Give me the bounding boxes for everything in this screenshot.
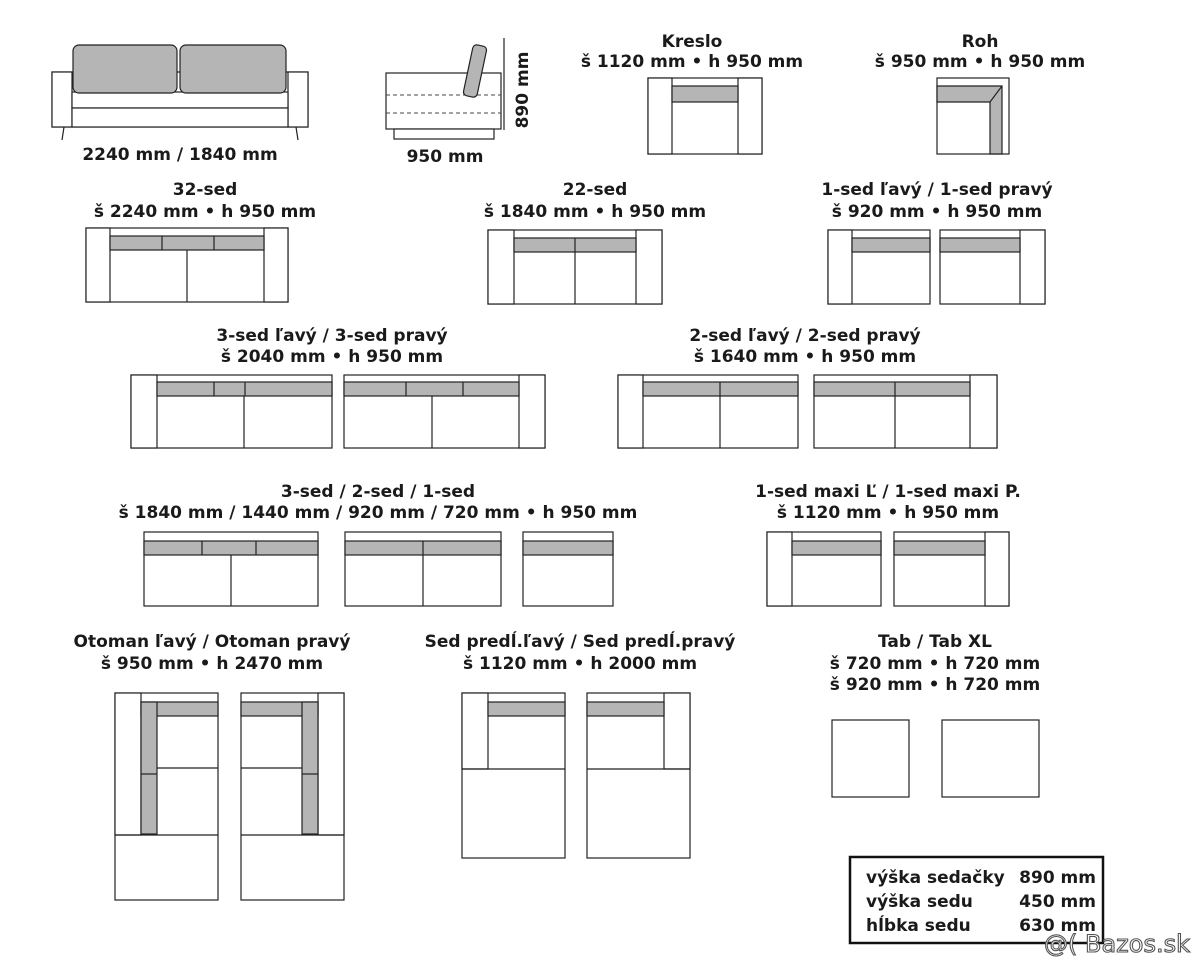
roh-title: Roh [962,32,999,52]
tab-xl-module [941,719,1040,798]
sed3lp-title: 3-sed ľavý / 3-sed pravý [216,326,447,346]
tab-dims-1: š 720 mm • h 720 mm [830,654,1040,674]
maxi-title: 1-sed maxi Ľ / 1-sed maxi P. [755,482,1021,502]
sed3-module [143,531,319,607]
sed1-left-module [827,229,931,305]
sed1-title: 1-sed ľavý / 1-sed pravý [821,180,1052,200]
side-width-label: 950 mm [407,147,484,167]
spec-table: výška sedačky 890 mm výška sedu 450 mm h… [848,855,1105,945]
sed1-dims: š 920 mm • h 950 mm [832,202,1042,222]
spec-label-2: hĺbka sedu [866,914,971,936]
sed2-module [344,531,502,607]
spec-label-1: výška sedu [866,892,973,912]
sed3-left-module [130,374,333,449]
sofa-side-view [385,38,505,140]
otoman-dims: š 950 mm • h 2470 mm [101,654,323,674]
sed3lp-dims: š 2040 mm • h 950 mm [221,347,443,367]
predl-right-module [586,692,691,859]
sed321-title: 3-sed / 2-sed / 1-sed [281,482,475,502]
predl-title: Sed predĺ.ľavý / Sed predĺ.pravý [425,630,736,652]
roh-dims: š 950 mm • h 950 mm [875,52,1085,72]
otoman-right-module [240,692,345,901]
maxi-left-module [766,531,882,607]
sed1-small-module [522,531,614,607]
sed2-right-module [813,374,998,449]
sed22-title: 22-sed [563,180,628,200]
otoman-title: Otoman ľavý / Otoman pravý [74,632,351,652]
side-height-label: 890 mm [513,52,533,129]
sed32-module [85,227,289,303]
watermark: @( Bazos.sk [1044,930,1190,958]
spec-value-2: 630 mm [1019,916,1096,936]
tab-dims-2: š 920 mm • h 720 mm [830,675,1040,695]
spec-value-1: 450 mm [1019,892,1096,912]
sed22-dims: š 1840 mm • h 950 mm [484,202,706,222]
kreslo-dims: š 1120 mm • h 950 mm [581,52,803,72]
sed2-left-module [617,374,799,449]
spec-value-0: 890 mm [1019,868,1096,888]
sofa-width-label: 2240 mm / 1840 mm [82,145,277,165]
otoman-left-module [114,692,219,901]
maxi-dims: š 1120 mm • h 950 mm [777,503,999,523]
sed2lp-dims: š 1640 mm • h 950 mm [694,347,916,367]
maxi-right-module [893,531,1010,607]
roh-module [936,77,1010,155]
predl-dims: š 1120 mm • h 2000 mm [463,654,697,674]
sofa-front-view [51,44,309,141]
sed1-right-module [939,229,1046,305]
sed2lp-title: 2-sed ľavý / 2-sed pravý [689,326,920,346]
kreslo-title: Kreslo [662,32,723,52]
spec-label-0: výška sedačky [866,868,1005,888]
kreslo-module [647,77,763,155]
sed3-right-module [343,374,546,449]
sed32-dims: š 2240 mm • h 950 mm [94,202,316,222]
predl-left-module [461,692,566,859]
tab-title: Tab / Tab XL [878,632,992,652]
sed32-title: 32-sed [173,180,238,200]
sed321-dims: š 1840 mm / 1440 mm / 920 mm / 720 mm • … [119,503,638,523]
sed22-module [487,229,663,305]
tab-module [831,719,910,798]
